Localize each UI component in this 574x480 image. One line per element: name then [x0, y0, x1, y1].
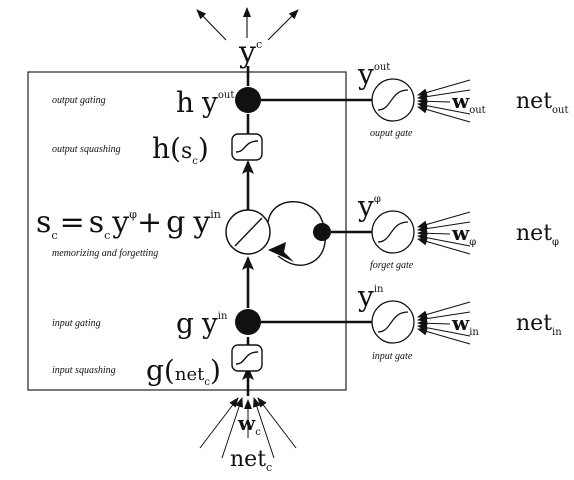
- g-of-netc-label: g(netc): [146, 354, 221, 388]
- input-gate-w-label: win: [451, 311, 479, 338]
- gate-lines: [261, 98, 372, 324]
- output-gate-net-label: netout: [516, 89, 569, 116]
- output-y-label: yc: [238, 35, 262, 70]
- weight-wc-label: wc: [237, 411, 261, 438]
- output-squash-sigmoid-icon: [235, 140, 259, 153]
- linear-activation-icon: [234, 217, 263, 247]
- output-gate-w-label: wout: [451, 89, 486, 116]
- forget-multiply-node: [313, 223, 331, 241]
- output-multiply-node: [235, 87, 261, 113]
- output-gate-unit: [371, 78, 415, 122]
- h-of-sc-label: h(sc): [152, 132, 209, 167]
- input-gate-y-label: yin: [357, 280, 384, 313]
- forget-gate-net-label: netφ: [516, 221, 559, 248]
- loop-arrowhead: [268, 242, 294, 262]
- input-multiply-node: [235, 309, 261, 335]
- input-squashing-label: input squashing: [52, 365, 116, 376]
- input-squash-sigmoid-icon: [235, 351, 259, 365]
- forget-gate-y-label: yφ: [357, 190, 381, 223]
- gate-input-arrows: [417, 79, 471, 345]
- forget-gate-w-label: wφ: [451, 221, 476, 248]
- output-gate-caption: ouput gate: [370, 128, 413, 139]
- output-gating-label: output gating: [52, 95, 106, 106]
- cell-input-arrows: [199, 397, 297, 459]
- input-gate-unit: [371, 300, 415, 344]
- input-gate-net-label: netin: [516, 311, 562, 338]
- forget-gate-caption: forget gate: [370, 260, 414, 271]
- output-arrows: [196, 7, 299, 41]
- memorizing-label: memorizing and forgetting: [52, 248, 158, 259]
- output-gate-y-label: yout: [357, 58, 390, 91]
- input-gate-caption: input gate: [372, 351, 413, 362]
- output-gate-sigmoid-icon: [377, 89, 409, 111]
- input-gate-sigmoid-icon: [377, 311, 409, 333]
- net-c-label: netc: [230, 447, 272, 474]
- input-gating-label: input gating: [52, 318, 101, 329]
- output-squash-box: [231, 133, 263, 161]
- forget-gate-sigmoid-icon: [377, 221, 409, 243]
- input-squash-box: [231, 344, 263, 372]
- output-squashing-label: output squashing: [52, 144, 121, 155]
- forget-gate-unit: [371, 210, 415, 254]
